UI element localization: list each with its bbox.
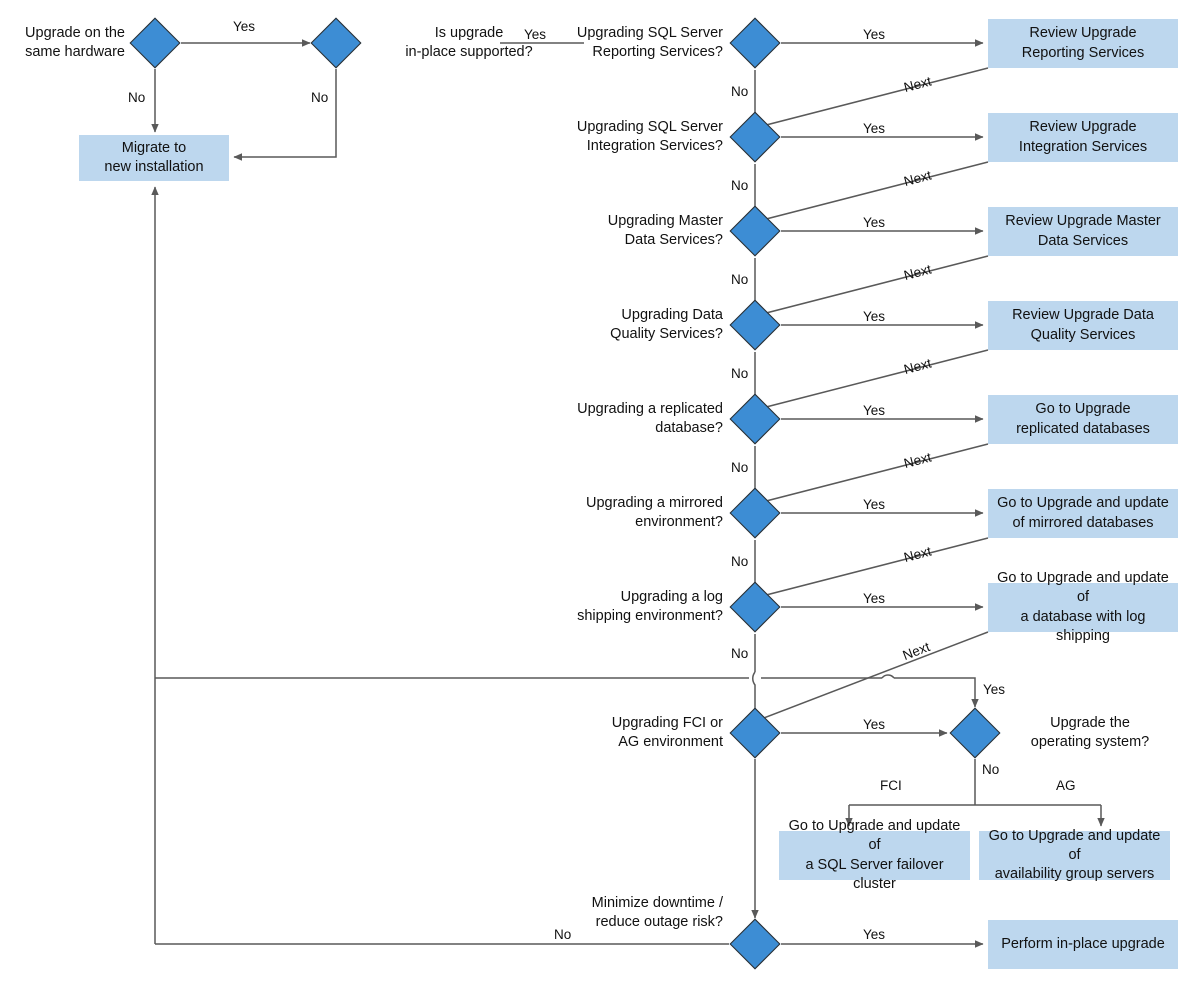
decision-upgrade-operating-system[interactable] bbox=[949, 707, 1001, 759]
edge-label-mirr-next: Next bbox=[902, 543, 933, 565]
edge-label-ssrs-next: Next bbox=[902, 73, 933, 95]
edge-label-mirr-no: No bbox=[731, 554, 749, 569]
edge-label-ssis-next: Next bbox=[902, 167, 933, 189]
edge-label-ssis-no: No bbox=[731, 178, 749, 193]
decision-upgrading-replicated-db[interactable] bbox=[729, 393, 781, 445]
edge-label-repl-no: No bbox=[731, 460, 749, 475]
edge-label-logship-no: No bbox=[731, 646, 749, 661]
edge-label-repl-next: Next bbox=[902, 449, 933, 471]
decision-upgrading-ssis[interactable] bbox=[729, 111, 781, 163]
decision-in-place-supported[interactable] bbox=[310, 17, 362, 69]
edge-label-min-no: No bbox=[554, 927, 572, 942]
edge-label-branch-fci: FCI bbox=[880, 778, 902, 793]
edge-label-inplace-yes: Yes bbox=[524, 27, 547, 42]
edge-label-ssrs-no: No bbox=[731, 84, 749, 99]
edge-label-branch-ag: AG bbox=[1056, 778, 1076, 793]
edge-label-inplace-no: No bbox=[311, 90, 329, 105]
edge-label-mds-yes: Yes bbox=[863, 215, 886, 230]
edge-label-logship-yes: Yes bbox=[863, 591, 886, 606]
edge-label-mds-no: No bbox=[731, 272, 749, 287]
edge-label-dqs-yes: Yes bbox=[863, 309, 886, 324]
edge-label-start-no: No bbox=[128, 90, 146, 105]
decision-upgrading-mirrored[interactable] bbox=[729, 487, 781, 539]
edge-label-start-yes: Yes bbox=[233, 19, 256, 34]
edge-label-dqs-next: Next bbox=[902, 355, 933, 377]
edge-label-ssrs-yes: Yes bbox=[863, 27, 886, 42]
edge-label-mirr-yes: Yes bbox=[863, 497, 886, 512]
edge-label-ssis-yes: Yes bbox=[863, 121, 886, 136]
edge-label-fciag-yes: Yes bbox=[863, 717, 886, 732]
edge-label-repl-yes: Yes bbox=[863, 403, 886, 418]
decision-upgrading-mds[interactable] bbox=[729, 205, 781, 257]
decision-upgrade-same-hardware[interactable] bbox=[129, 17, 181, 69]
decision-upgrading-ssrs[interactable] bbox=[729, 17, 781, 69]
edge-label-os-no: No bbox=[982, 762, 1000, 777]
label-minimize-downtime: Minimize downtime /reduce outage risk? bbox=[591, 895, 723, 931]
process-perform-in-place-upgrade[interactable]: Perform in-place upgrade bbox=[988, 920, 1178, 969]
decision-upgrading-log-shipping[interactable] bbox=[729, 581, 781, 633]
decision-upgrading-fci-ag[interactable] bbox=[729, 707, 781, 759]
edge-label-logship-next: Next bbox=[900, 639, 932, 663]
edge-label-mds-next: Next bbox=[902, 261, 933, 283]
edge-label-min-yes: Yes bbox=[863, 927, 886, 942]
decision-upgrading-dqs[interactable] bbox=[729, 299, 781, 351]
decision-minimize-downtime[interactable] bbox=[729, 918, 781, 970]
edge-label-os-yes: Yes bbox=[983, 682, 1006, 697]
edge-label-dqs-no: No bbox=[731, 366, 749, 381]
